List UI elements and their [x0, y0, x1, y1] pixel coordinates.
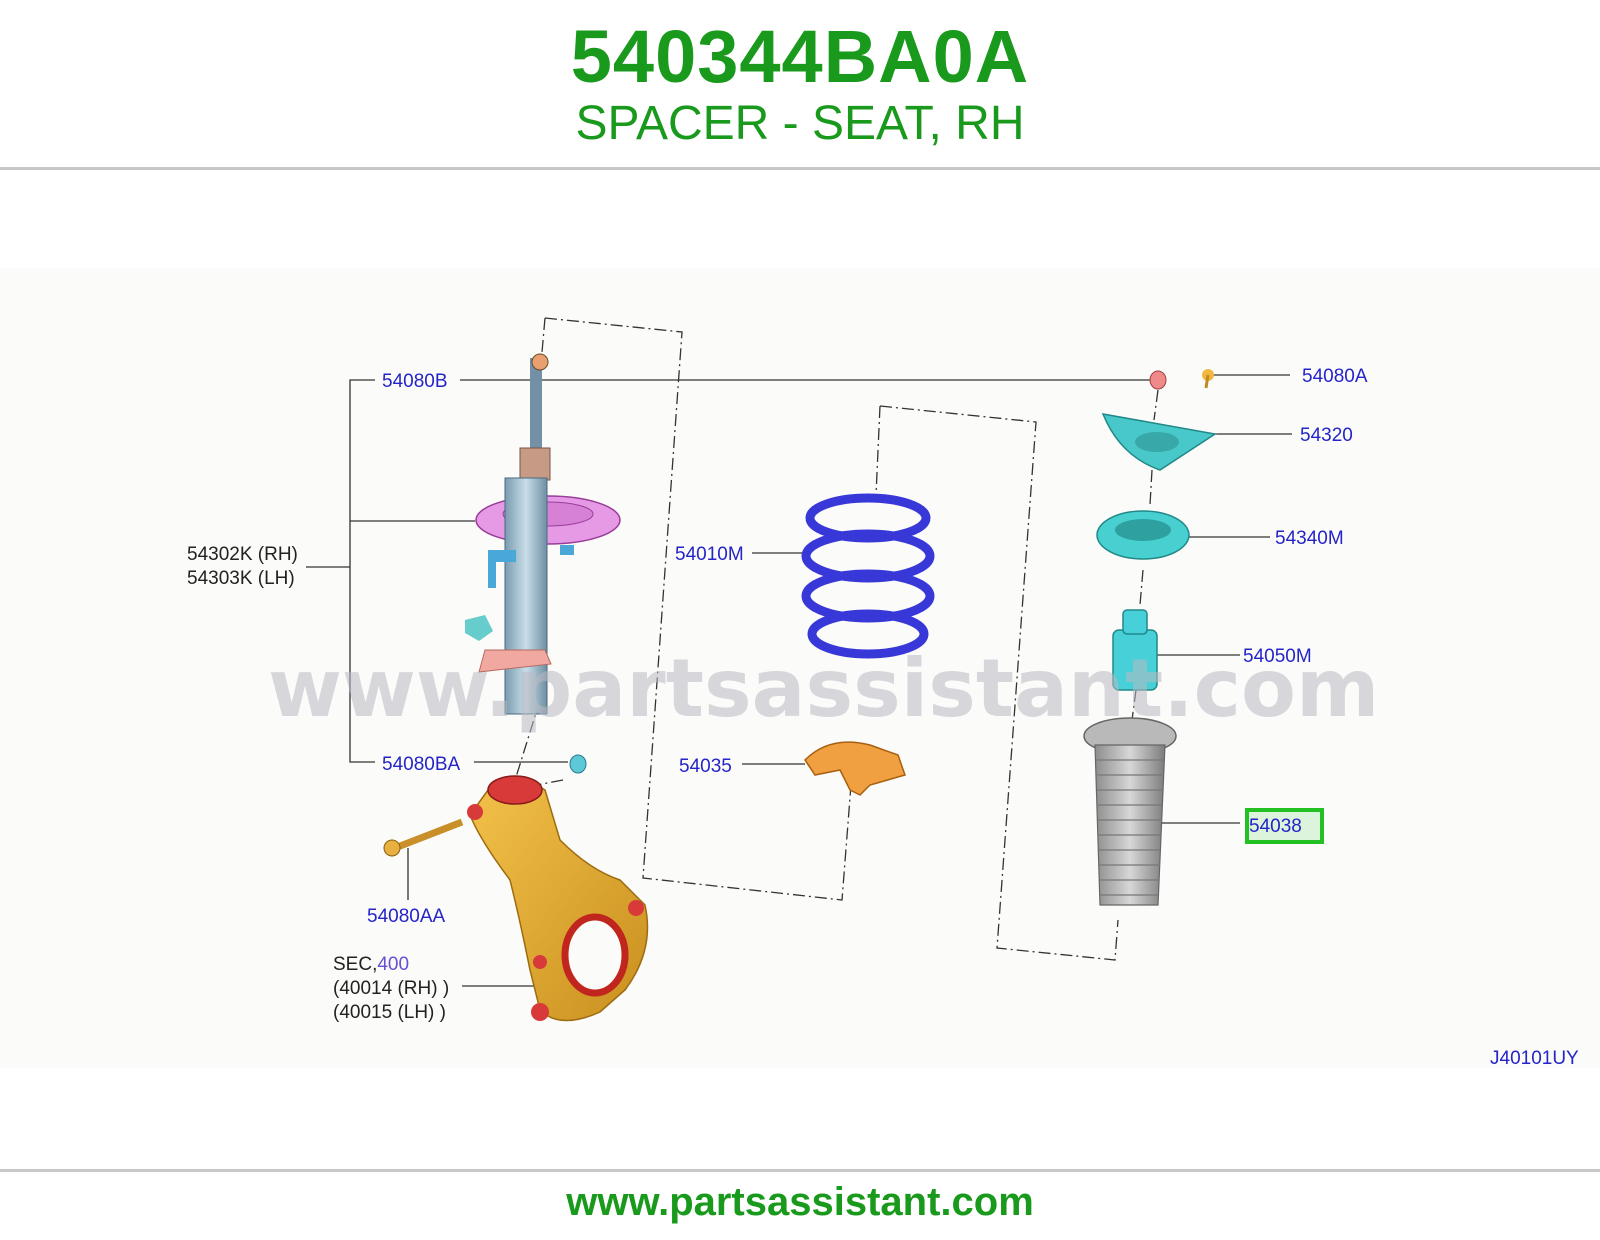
label-54303K: 54303K (LH) — [187, 568, 295, 589]
label-54080BA[interactable]: 54080BA — [382, 754, 461, 775]
part-number-title: 540344BA0A — [570, 15, 1030, 98]
highlight-box-54038[interactable] — [1245, 808, 1324, 844]
mount-stack-illustration — [1083, 369, 1217, 906]
label-54050M[interactable]: 54050M — [1243, 646, 1312, 667]
footer-divider — [0, 1169, 1600, 1172]
spring-seat-illustration — [804, 741, 906, 796]
knuckle-illustration — [467, 775, 649, 1022]
diagram-background — [0, 268, 1600, 1068]
assembly-boxes — [509, 317, 1159, 961]
nut-54080BA-illustration — [569, 754, 587, 774]
label-40015: (40015 (LH) ) — [333, 1002, 446, 1023]
leader-lines — [306, 374, 1292, 987]
label-54080B[interactable]: 54080B — [382, 371, 448, 392]
label-54340M[interactable]: 54340M — [1275, 528, 1344, 549]
part-description: SPACER - SEAT, RH — [575, 97, 1025, 150]
header-divider — [0, 167, 1600, 170]
label-54302K: 54302K (RH) — [187, 544, 298, 565]
bolt-54080AA-illustration — [383, 818, 464, 857]
strut-assembly-illustration — [465, 353, 621, 715]
sec-prefix: SEC, — [333, 954, 377, 975]
diagram-code: J40101UY — [1490, 1048, 1579, 1069]
watermark: www.partsassistant.com — [268, 642, 1379, 735]
label-40014: (40014 (RH) ) — [333, 978, 449, 999]
label-sec: SEC,400 — [333, 954, 409, 975]
label-54320[interactable]: 54320 — [1300, 425, 1353, 446]
label-54080A[interactable]: 54080A — [1302, 366, 1368, 387]
page-header: 540344BA0A SPACER - SEAT, RH — [0, 0, 1600, 168]
coil-spring-illustration — [801, 493, 935, 659]
label-54010M[interactable]: 54010M — [675, 544, 744, 565]
label-54038[interactable]: 54038 — [1249, 816, 1302, 837]
label-54035[interactable]: 54035 — [679, 756, 732, 777]
label-54080AA[interactable]: 54080AA — [367, 906, 446, 927]
footer-site-link[interactable]: www.partsassistant.com — [566, 1180, 1034, 1224]
sec-link-400[interactable]: 400 — [377, 954, 409, 975]
